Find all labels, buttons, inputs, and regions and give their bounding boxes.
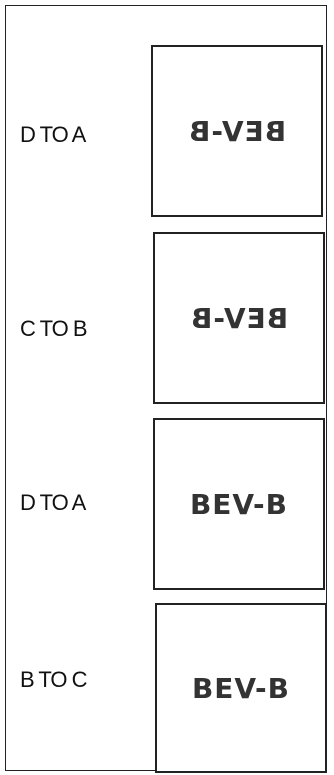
panel-label-1: D TO A (20, 122, 86, 147)
sign-tile-4: BEV-B (155, 603, 327, 773)
sign-tile-3: BEV-B (153, 418, 325, 590)
sign-text-4: BEV-B (191, 671, 291, 705)
panel-label-2: C TO B (20, 316, 88, 341)
sign-text-3: BEV-B (189, 487, 289, 521)
panel-label-4: B TO C (20, 667, 88, 692)
sign-tile-2: BEV-B (153, 232, 325, 404)
sign-text-mirrored-2: BEV-B (189, 301, 289, 335)
sign-text-mirrored-1: BEV-B (187, 114, 287, 148)
sign-tile-1: BEV-B (151, 45, 323, 217)
panel-label-3: D TO A (20, 490, 86, 515)
